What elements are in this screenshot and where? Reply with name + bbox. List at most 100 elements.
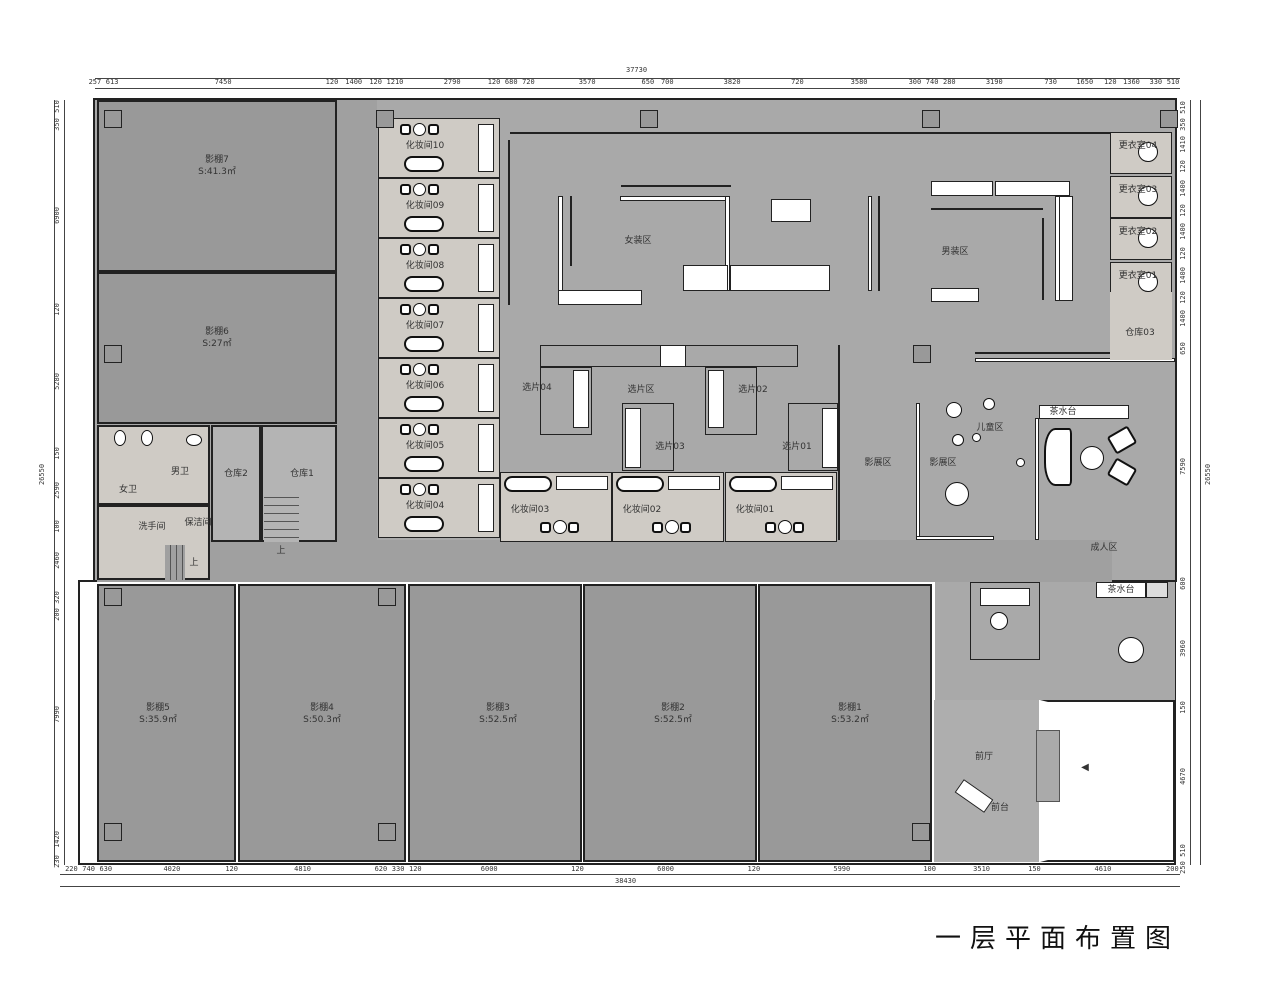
dimension-label: 1400 (1179, 179, 1188, 197)
dimension-label: 150 (1028, 865, 1041, 873)
dimension-label: 120 (1179, 160, 1188, 173)
makeup-room-label: 化妆间04 (405, 501, 445, 511)
display-rail (931, 208, 1043, 210)
exhibition-zone-a-label: 影展区 (864, 458, 892, 468)
toilet-icon (114, 430, 126, 446)
select-desk (708, 370, 724, 428)
studio-1[interactable] (758, 584, 932, 862)
cleaning-room-label: 保洁间 (184, 518, 212, 528)
sofa (1044, 428, 1072, 486)
column (376, 110, 394, 128)
staircase-small[interactable] (165, 545, 185, 580)
studio-4[interactable] (238, 584, 406, 862)
studio-7-name: 影棚7 (205, 155, 229, 165)
coffee-table (1080, 446, 1104, 470)
dimension-label: 120 (747, 865, 761, 873)
select-04-booth[interactable] (540, 367, 592, 435)
studio-7-area: S:41.3㎡ (198, 167, 236, 177)
right-dimension-line (1190, 100, 1191, 865)
dimension-label: 120 (53, 302, 62, 316)
vanity-counter (478, 184, 494, 232)
vanity-counter (478, 484, 494, 532)
display-wall (558, 196, 563, 291)
sofa-bench (404, 516, 444, 532)
studio-4-name: 影棚4 (310, 703, 334, 713)
fitting-room-label: 更衣室02 (1118, 227, 1158, 237)
tea-counter-a[interactable] (1039, 405, 1129, 419)
dimension-label: 650 (1179, 341, 1188, 355)
display-counter (683, 265, 728, 291)
dimension-label: 330 (1149, 78, 1163, 86)
sink (1146, 582, 1168, 598)
dimension-label: 1410 (1179, 136, 1188, 154)
column (1160, 110, 1178, 128)
display-wall (868, 196, 872, 291)
tea-counter-b[interactable] (1096, 582, 1146, 598)
kids-stool (952, 434, 964, 446)
select-03-booth[interactable] (622, 403, 674, 471)
select-01-label: 选片01 (782, 442, 812, 452)
dimension-label: 220 (65, 865, 78, 873)
display-rail (508, 140, 510, 305)
exhibition-zone-b-label: 影展区 (929, 458, 957, 468)
chair (428, 304, 439, 315)
dimension-label: 3580 (850, 78, 868, 86)
dimension-label: 120 (369, 78, 382, 86)
dimension-label: 730 (1044, 78, 1057, 86)
select-04-label: 选片04 (522, 383, 552, 393)
dimension-label: 1400 (345, 78, 363, 86)
select-desk (625, 408, 641, 468)
studio-7[interactable] (97, 100, 337, 272)
stool (1138, 142, 1158, 162)
partition (838, 345, 840, 540)
right-dimension-line-2 (1200, 100, 1201, 865)
dimension-label: 1400 (1179, 310, 1188, 328)
studio-4-area: S:50.3㎡ (303, 715, 341, 725)
chair (793, 522, 804, 533)
top-dimension-line (95, 78, 1180, 79)
partition-wall (1035, 418, 1039, 540)
staircase[interactable] (264, 490, 299, 542)
dimension-label: 510 (1166, 78, 1180, 86)
dimension-label: 3570 (578, 78, 596, 86)
sofa-bench (504, 476, 552, 492)
vanity-counter (478, 364, 494, 412)
kids-chair (946, 402, 962, 418)
storage-1-label: 仓库1 (290, 469, 314, 479)
storage-1[interactable] (261, 425, 337, 542)
select-02-booth[interactable] (705, 367, 757, 435)
column (378, 588, 396, 606)
studio-2-name: 影棚2 (661, 703, 685, 713)
studio-6[interactable] (97, 272, 337, 424)
dimension-label: 120 (1179, 203, 1188, 217)
dimension-label: 613 (105, 78, 119, 86)
vanity-counter (556, 476, 608, 490)
dimension-label: 4020 (163, 865, 181, 873)
dimension-label: 3190 (985, 78, 1003, 86)
male-wc-label: 男卫 (170, 467, 190, 477)
tea-counter-b-label: 茶水台 (1107, 585, 1135, 595)
chair (400, 424, 411, 435)
entrance-door[interactable] (1036, 730, 1060, 802)
stool (1016, 458, 1025, 467)
dimension-label: 120 (1179, 290, 1188, 304)
sofa-bench (404, 276, 444, 292)
dimension-label: 510 (53, 100, 62, 114)
stool (1138, 186, 1158, 206)
dimension-label: 5990 (833, 865, 851, 873)
washroom[interactable] (97, 505, 210, 580)
studio-3-name: 影棚3 (486, 703, 510, 713)
storage-2[interactable] (211, 425, 261, 542)
column (913, 345, 931, 363)
dimension-label: 350 (1179, 118, 1188, 131)
sofa (980, 588, 1030, 606)
storage-03[interactable] (1110, 292, 1172, 360)
studio-2[interactable] (583, 584, 757, 862)
studio-3-area: S:52.5㎡ (479, 715, 517, 725)
studio-3[interactable] (408, 584, 582, 862)
dimension-label: 1420 (53, 831, 62, 849)
fitting-room-label: 更衣室03 (1118, 185, 1158, 195)
dimension-label: 740 (82, 865, 95, 873)
dimension-label: 120 (225, 865, 238, 873)
studio-5[interactable] (97, 584, 236, 862)
